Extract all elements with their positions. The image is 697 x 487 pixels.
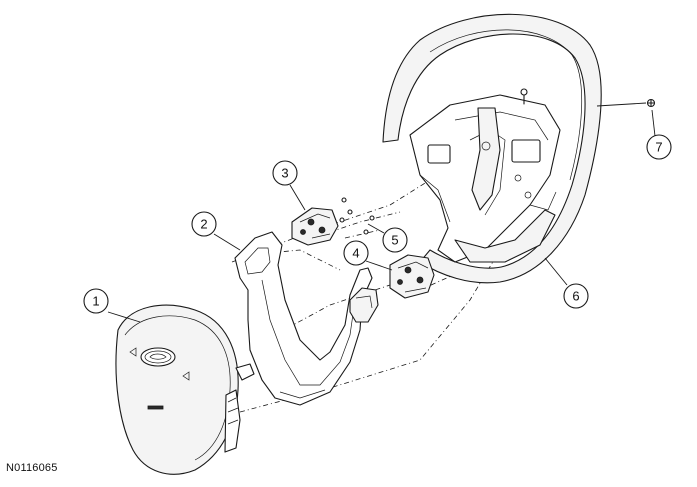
rim-screw bbox=[646, 98, 656, 108]
callout-4: 4 bbox=[343, 240, 393, 271]
callout-label: 4 bbox=[352, 246, 359, 261]
steering-wheel bbox=[382, 13, 602, 284]
driver-airbag-module bbox=[115, 304, 255, 475]
callout-1: 1 bbox=[83, 288, 141, 323]
callout-6: 6 bbox=[544, 257, 589, 309]
callout-label: 3 bbox=[281, 166, 288, 181]
callout-label: 6 bbox=[572, 289, 579, 304]
callout-7: 7 bbox=[596, 102, 672, 160]
steering-wheel-switch-lower bbox=[389, 254, 435, 299]
callout-label: 2 bbox=[200, 217, 207, 232]
callout-label: 5 bbox=[391, 233, 398, 248]
callout-3: 3 bbox=[272, 160, 306, 211]
steering-wheel-switch-upper bbox=[291, 197, 375, 246]
callout-5: 5 bbox=[367, 223, 408, 253]
callout-label: 7 bbox=[655, 140, 662, 155]
steering-wheel-lower-trim-cover bbox=[234, 231, 379, 406]
figure-id-label: N0116065 bbox=[6, 462, 58, 474]
callout-label: 1 bbox=[92, 294, 99, 309]
callout-2: 2 bbox=[191, 211, 241, 251]
